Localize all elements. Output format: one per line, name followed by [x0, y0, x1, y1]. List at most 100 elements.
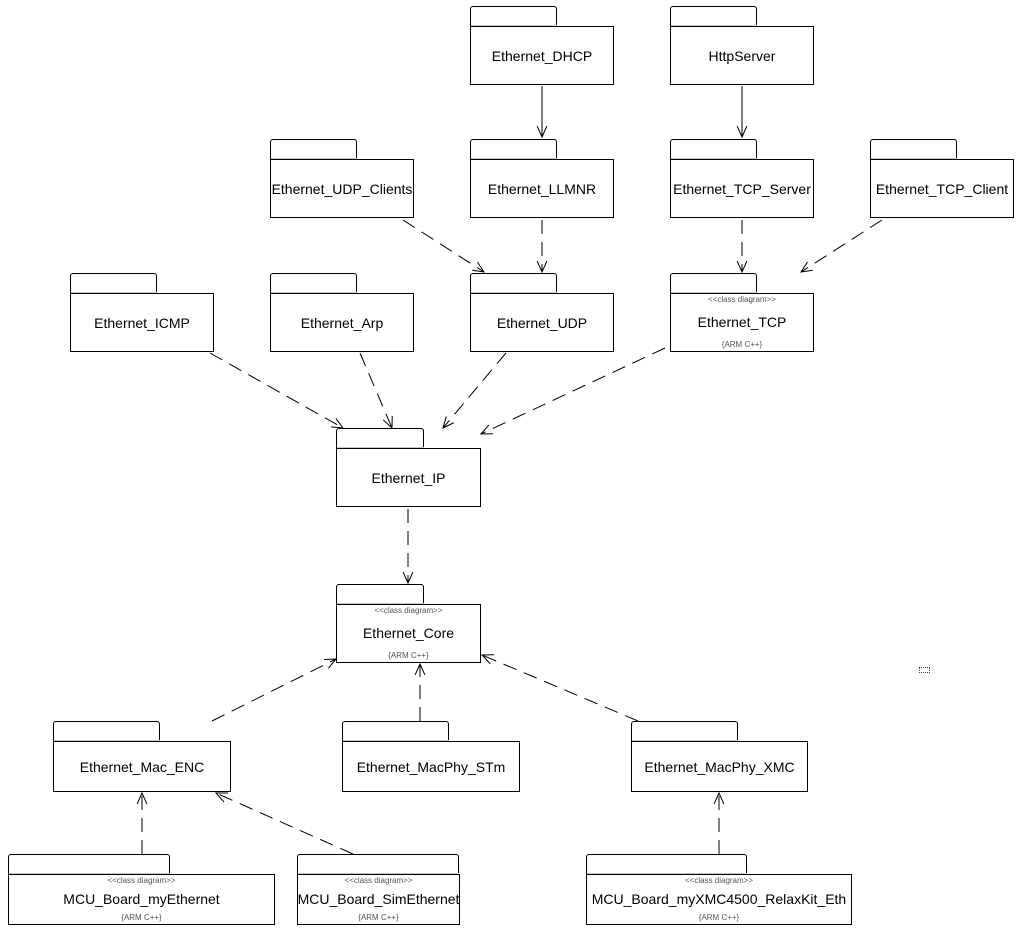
package-mcu-board-myethernet[interactable]: <<class diagram>>MCU_Board_myEthernet{AR…: [8, 854, 275, 925]
package-tab: [870, 139, 957, 159]
package-name: Ethernet_UDP_Clients: [271, 180, 413, 197]
package-ethernet-macphy-stm[interactable]: Ethernet_MacPhy_STm: [342, 721, 520, 792]
dependency-ethernet-udp-to-ethernet-ip[interactable]: [442, 352, 507, 429]
package-body: [8, 874, 275, 925]
dependency-ethernet-tcp-server-to-ethernet-tcp[interactable]: [736, 220, 748, 274]
dependency-ethernet-icmp-to-ethernet-ip[interactable]: [209, 352, 345, 429]
dependency-arrowhead: [536, 125, 548, 139]
package-tagged-value: {ARM C++}: [121, 913, 162, 922]
dependency-arrowhead: [414, 662, 426, 676]
package-ethernet-udp-clients[interactable]: Ethernet_UDP_Clients: [270, 139, 414, 218]
package-tab: [270, 273, 357, 293]
package-tagged-value: {ARM C++}: [721, 340, 763, 349]
package-tab: [8, 854, 170, 874]
package-body: [336, 604, 481, 663]
package-ethernet-tcp-server[interactable]: Ethernet_TCP_Server: [670, 139, 814, 218]
package-name: MCU_Board_myEthernet: [63, 890, 220, 907]
dependency-ethernet-llmnr-to-ethernet-udp[interactable]: [536, 220, 548, 274]
package-name: Ethernet_IP: [371, 469, 446, 486]
dependency-ethernet-tcp-to-ethernet-ip[interactable]: [479, 347, 666, 435]
package-ethernet-tcp-client[interactable]: Ethernet_TCP_Client: [870, 139, 1014, 218]
package-tab: [470, 273, 557, 293]
dependency-ethernet-mac-enc-to-ethernet-core[interactable]: [211, 658, 338, 722]
package-body: [631, 741, 808, 792]
package-tab: [270, 139, 357, 159]
package-mcu-board-myxmc4500-relaxkit-eth[interactable]: <<class diagram>>MCU_Board_myXMC4500_Rel…: [586, 854, 852, 925]
package-body: [470, 293, 614, 352]
dependency-ethernet-tcp-client-to-ethernet-tcp[interactable]: [799, 219, 883, 273]
package-name: Ethernet_Arp: [300, 314, 384, 331]
package-body: [870, 159, 1014, 218]
dependency-arrowhead: [136, 791, 148, 805]
selection-marker[interactable]: [919, 667, 930, 673]
dependency-line: [359, 352, 393, 429]
dependency-mcu-board-myxmc4500-relaxkit-eth-to-ethernet-macphy-xmc[interactable]: [713, 791, 725, 854]
dependency-line: [800, 219, 883, 273]
package-tab: [336, 428, 424, 448]
package-httpserver[interactable]: HttpServer: [670, 6, 814, 85]
package-tab: [470, 6, 557, 26]
dependency-line: [211, 658, 337, 722]
package-ethernet-udp[interactable]: Ethernet_UDP: [470, 273, 614, 352]
dependency-arrowhead: [479, 424, 494, 435]
package-ethernet-dhcp[interactable]: Ethernet_DHCP: [470, 6, 614, 85]
package-ethernet-tcp[interactable]: <<class diagram>>Ethernet_TCP{ARM C++}: [670, 273, 814, 352]
dependency-ethernet-macphy-stm-to-ethernet-core[interactable]: [414, 662, 426, 721]
dependency-arrowhead: [536, 260, 548, 274]
dependency-ethernet-dhcp-to-ethernet-llmnr[interactable]: [536, 86, 548, 139]
package-ethernet-icmp[interactable]: Ethernet_ICMP: [70, 273, 214, 352]
package-name: HttpServer: [708, 47, 776, 64]
dependency-mcu-board-simethernet-to-ethernet-mac-enc[interactable]: [214, 792, 354, 855]
package-body: [670, 159, 814, 218]
package-body: [270, 293, 414, 352]
package-tab: [670, 139, 757, 159]
package-name: Ethernet_UDP: [496, 314, 588, 331]
package-name: Ethernet_TCP: [697, 313, 787, 330]
package-body: [70, 293, 214, 352]
package-tab: [297, 854, 459, 874]
package-ethernet-llmnr[interactable]: Ethernet_LLMNR: [470, 139, 614, 218]
package-name: Ethernet_LLMNR: [487, 180, 597, 197]
package-name: Ethernet_ICMP: [94, 314, 190, 331]
package-name: Ethernet_TCP_Server: [673, 180, 811, 197]
dependency-ethernet-ip-to-ethernet-core[interactable]: [402, 509, 414, 585]
package-tab: [586, 854, 747, 874]
dependency-arrowhead: [736, 260, 748, 274]
dependency-mcu-board-myethernet-to-ethernet-mac-enc[interactable]: [136, 791, 148, 854]
dependency-line: [402, 219, 485, 273]
package-ethernet-core[interactable]: <<class diagram>>Ethernet_Core{ARM C++}: [336, 584, 481, 663]
package-body: [53, 741, 231, 792]
dependency-line: [481, 654, 639, 722]
package-name: Ethernet_Mac_ENC: [79, 758, 205, 775]
package-name: Ethernet_Core: [362, 624, 455, 641]
package-tagged-value: {ARM C++}: [388, 651, 429, 660]
package-name: Ethernet_DHCP: [491, 47, 593, 64]
dependency-ethernet-arp-to-ethernet-ip[interactable]: [359, 352, 393, 430]
dependency-arrowhead: [402, 571, 414, 585]
dependency-ethernet-macphy-xmc-to-ethernet-core[interactable]: [480, 654, 639, 722]
dependency-arrowhead: [214, 792, 229, 803]
dependency-line: [209, 352, 344, 429]
dependency-ethernet-udp-clients-to-ethernet-udp[interactable]: [402, 219, 486, 273]
package-tab: [470, 139, 557, 159]
package-body: [342, 741, 520, 792]
package-tab: [70, 273, 157, 293]
package-tagged-value: {ARM C++}: [698, 913, 740, 922]
package-ethernet-macphy-xmc[interactable]: Ethernet_MacPhy_XMC: [631, 721, 808, 792]
package-ethernet-arp[interactable]: Ethernet_Arp: [270, 273, 414, 352]
package-tab: [631, 721, 738, 741]
dependency-httpserver-to-ethernet-tcp-server[interactable]: [736, 86, 748, 139]
dependency-arrowhead: [442, 416, 455, 429]
dependency-arrowhead: [736, 125, 748, 139]
package-body: [470, 26, 614, 85]
package-tab: [670, 6, 757, 26]
dependency-arrowhead: [799, 261, 813, 273]
package-ethernet-mac-enc[interactable]: Ethernet_Mac_ENC: [53, 721, 231, 792]
package-tab: [336, 584, 424, 604]
package-name: Ethernet_TCP_Client: [875, 180, 1009, 197]
package-mcu-board-simethernet[interactable]: <<class diagram>>MCU_Board_SimEthernet{A…: [297, 854, 460, 925]
dependency-line: [480, 347, 666, 435]
package-body: [670, 26, 814, 85]
package-ethernet-ip[interactable]: Ethernet_IP: [336, 428, 481, 507]
